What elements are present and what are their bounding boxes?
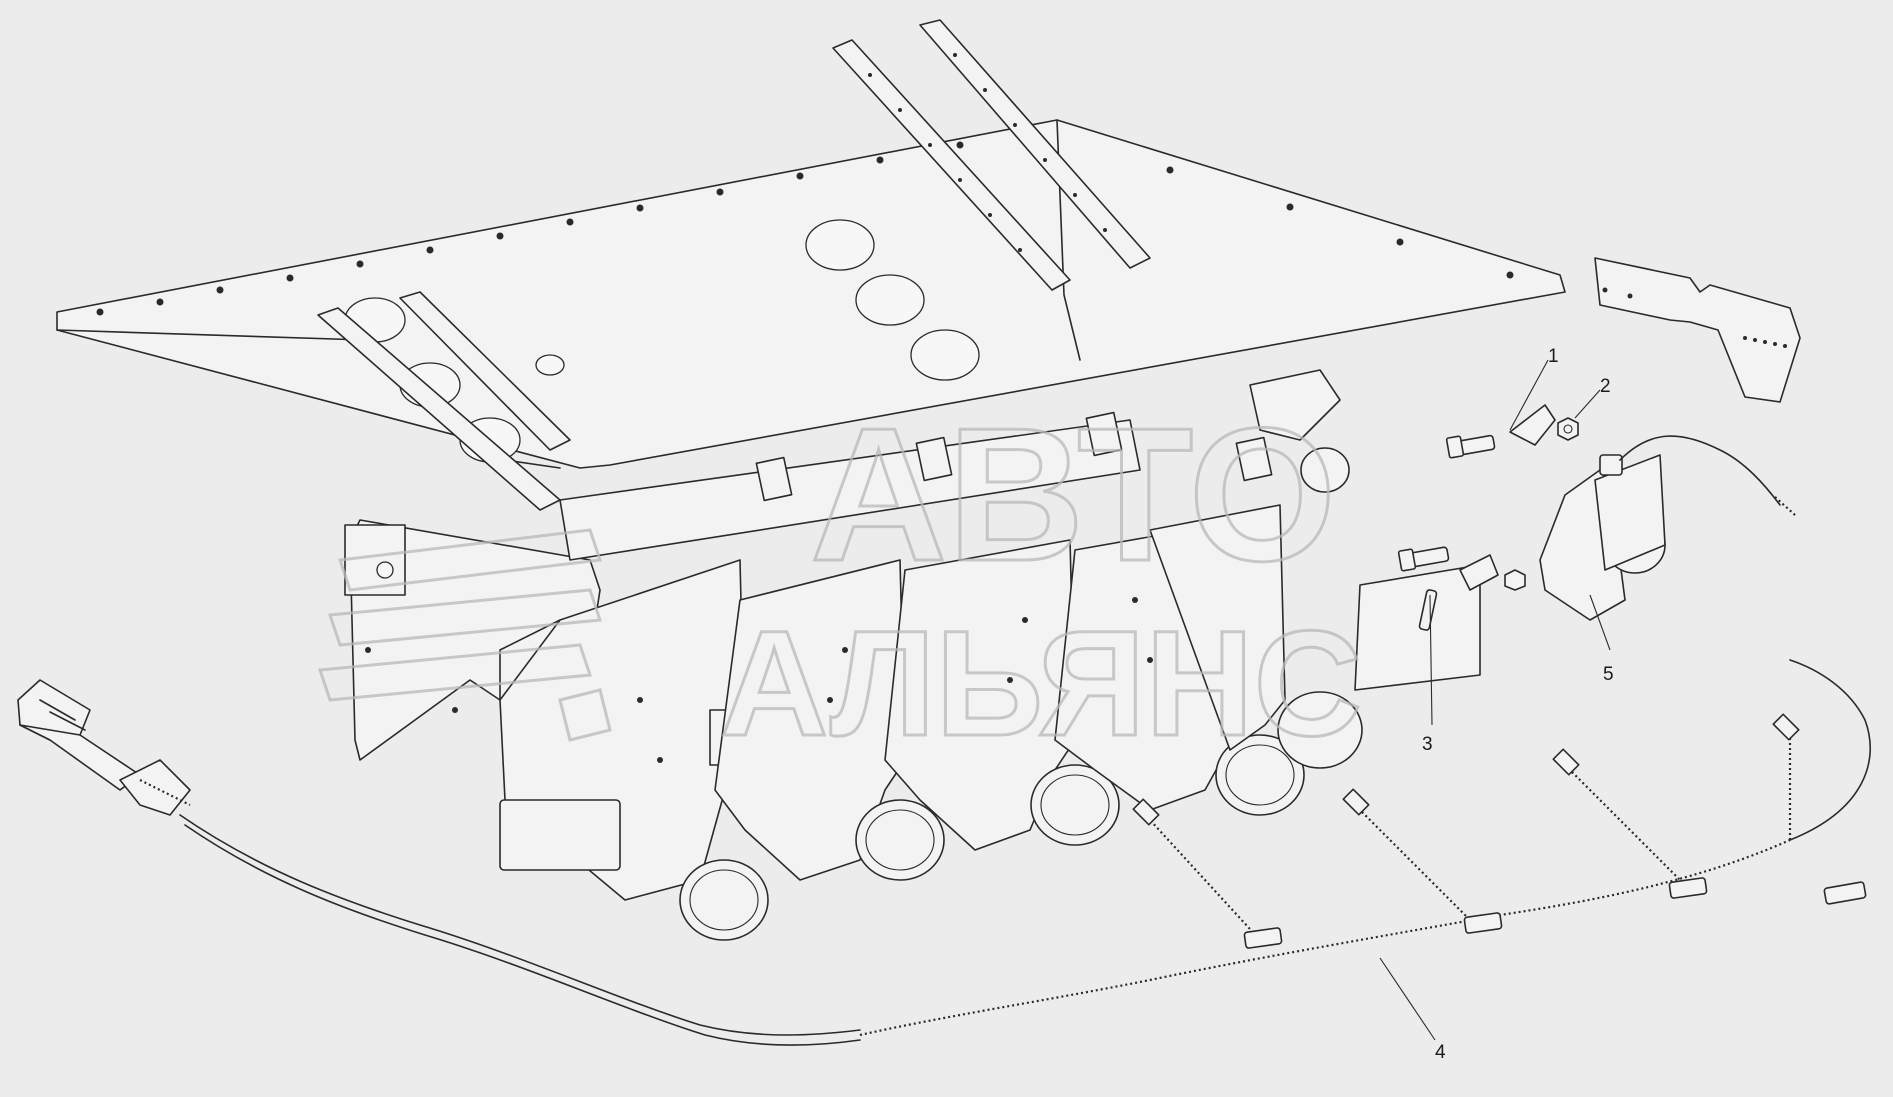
plug-connector [17,679,191,816]
part-sensor [1539,435,1796,621]
part-nut [1557,417,1579,441]
callout-1: 1 [1509,346,1559,431]
wiring-harness [179,659,1872,1046]
seeding-unit [714,559,945,881]
unit-clamps [755,411,1273,502]
slotted-rails [317,19,1151,511]
callout-2: 2 [1574,376,1611,419]
callout-4: 4 [1379,957,1446,1063]
seeding-unit [884,539,1120,851]
callout-number: 3 [1422,734,1433,755]
callout-number: 5 [1603,664,1614,685]
callout-5: 5 [1589,594,1614,685]
callout-3: 3 [1422,594,1433,755]
seeding-unit [1149,504,1363,769]
right-bracket [1594,257,1801,403]
callout-number: 1 [1548,346,1559,367]
watermark: АВТО АЛЬЯНС [317,388,1363,769]
edge-holes [96,141,1514,316]
watermark-line1: АВТО [810,389,1336,601]
part-bolt [1445,404,1556,459]
callout-number: 4 [1435,1042,1446,1063]
pivot-cylinder [1249,369,1350,493]
seeding-unit [499,559,769,941]
callout-number: 2 [1600,376,1611,397]
watermark-line2: АЛЬЯНС [720,599,1362,767]
part-plate [1354,546,1526,691]
seeding-units [499,411,1363,941]
callouts: 1 2 3 4 5 [1379,346,1614,1063]
watermark-logo [317,528,612,742]
